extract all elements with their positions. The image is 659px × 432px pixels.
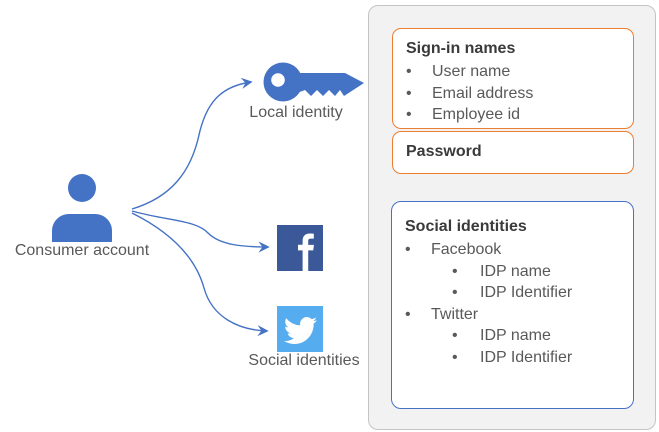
bullet: •	[406, 84, 412, 102]
list-item: • Employee id	[406, 104, 625, 126]
key-icon	[263, 62, 364, 102]
twitter-idp-identifier: IDP Identifier	[480, 348, 573, 366]
bullet: •	[406, 63, 412, 80]
list-item: • Twitter	[405, 304, 625, 326]
signin-names-box: Sign-in names • User name • Email addres…	[392, 28, 634, 129]
bullet: •	[405, 241, 411, 258]
signin-item-email-address: Email address	[432, 84, 534, 102]
signin-item-user-name: User name	[432, 63, 511, 80]
social-identities-box: Social identities • Facebook • IDP name …	[391, 201, 634, 409]
provider-facebook: Facebook	[431, 241, 502, 258]
password-title: Password	[406, 143, 482, 160]
social-identities-list: • Facebook • IDP name • IDP Identifier •…	[405, 239, 625, 368]
list-item: • IDP Identifier	[405, 347, 625, 369]
facebook-icon	[277, 225, 323, 271]
bullet: •	[452, 327, 458, 344]
twitter-icon	[277, 306, 323, 352]
bullet: •	[452, 348, 458, 366]
twitter-bird-glyph	[283, 317, 318, 344]
local-identity-label: Local identity	[249, 104, 343, 121]
list-item: • IDP name	[405, 261, 625, 283]
signin-names-list: • User name • Email address • Employee i…	[406, 61, 625, 126]
bullet: •	[452, 262, 458, 280]
twitter-idp-name: IDP name	[480, 327, 551, 344]
social-identities-title: Social identities	[405, 218, 527, 235]
signin-names-title: Sign-in names	[406, 40, 516, 57]
password-box: Password	[392, 131, 634, 174]
consumer-account-label: Consumer account	[14, 242, 150, 259]
list-item: • IDP name	[405, 325, 625, 347]
facebook-f-glyph	[298, 233, 314, 271]
arrow-to-local-identity	[131, 77, 253, 210]
bullet: •	[405, 305, 411, 323]
facebook-idp-name: IDP name	[480, 262, 551, 280]
list-item: • User name	[406, 61, 625, 83]
bullet: •	[406, 106, 412, 123]
account-attributes-panel: Sign-in names • User name • Email addres…	[368, 5, 656, 430]
arrow-to-twitter	[131, 212, 269, 337]
list-item: • IDP Identifier	[405, 282, 625, 304]
social-identities-label: Social identities	[248, 352, 360, 369]
signin-item-employee-id: Employee id	[432, 106, 521, 123]
list-item: • Facebook	[405, 239, 625, 261]
person-icon	[52, 174, 112, 242]
list-item: • Email address	[406, 83, 625, 105]
facebook-idp-identifier: IDP Identifier	[480, 284, 573, 301]
provider-twitter: Twitter	[431, 305, 479, 323]
bullet: •	[452, 284, 458, 301]
